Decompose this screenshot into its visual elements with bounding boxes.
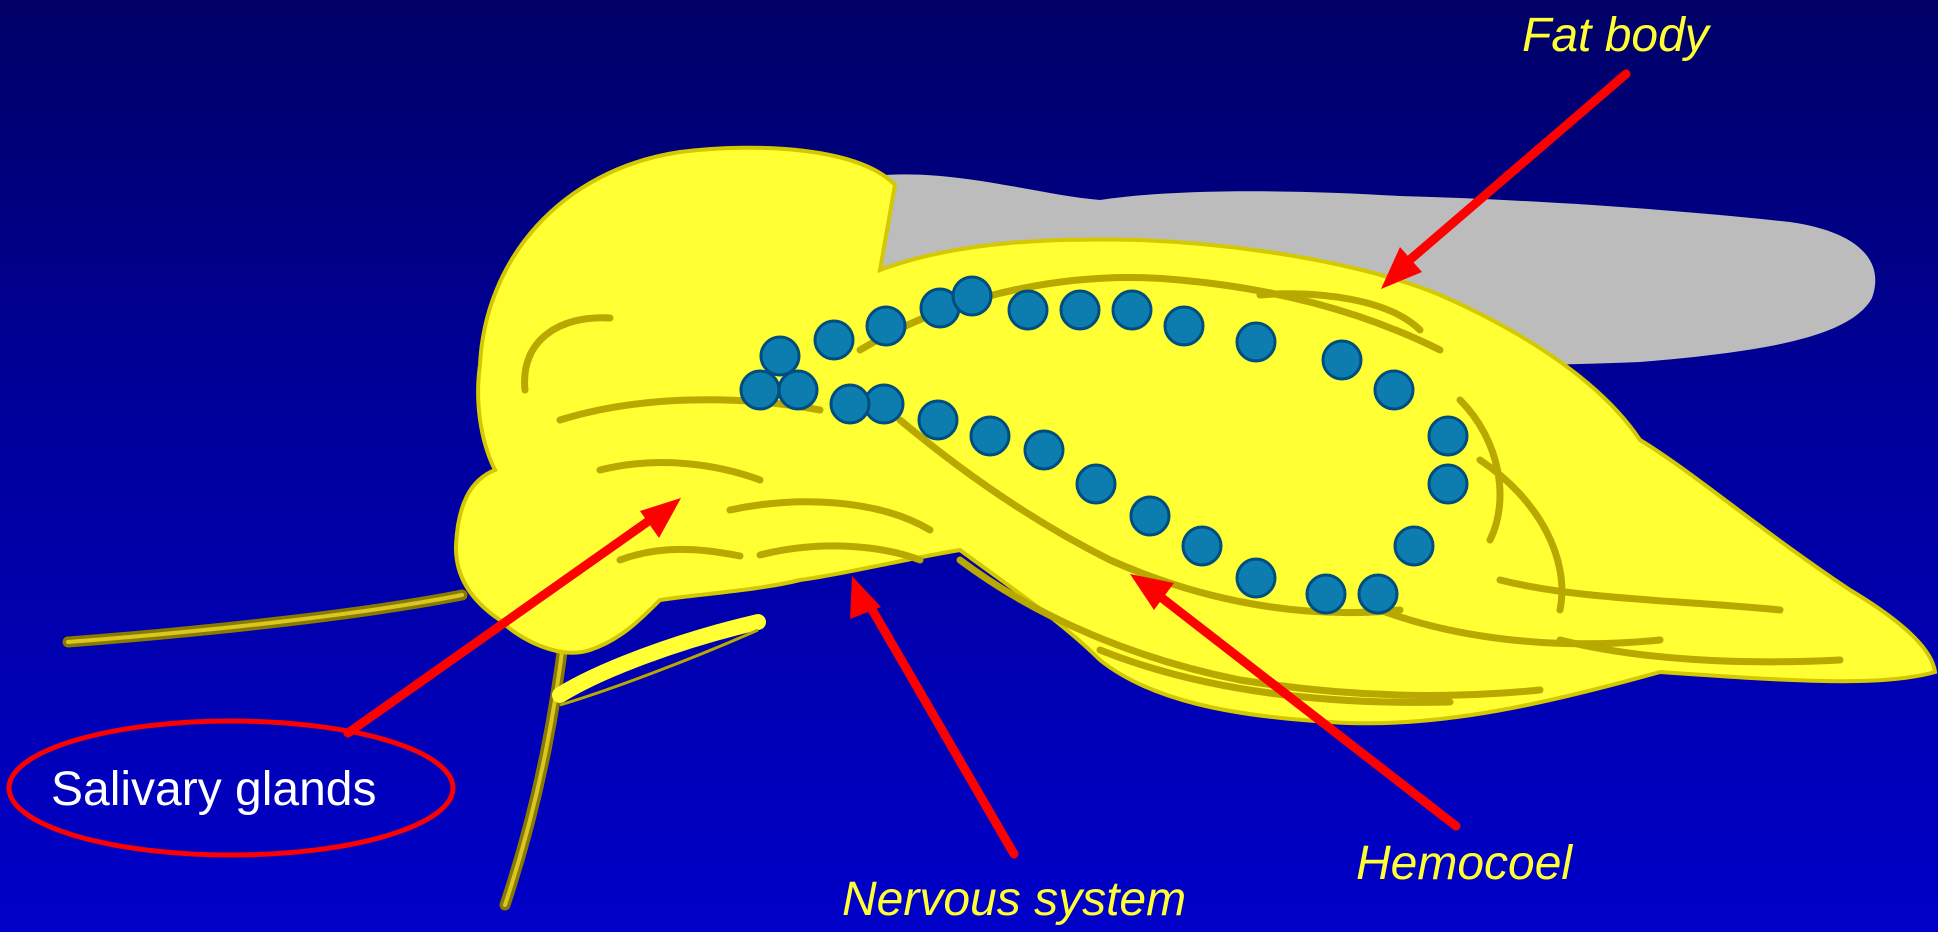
label-hemocoel: Hemocoel xyxy=(1356,840,1572,888)
label-fat-body: Fat body xyxy=(1522,12,1709,60)
label-salivary-glands: Salivary glands xyxy=(51,766,377,814)
label-nervous-system: Nervous system xyxy=(842,876,1186,924)
proboscis xyxy=(68,595,462,642)
arrow-nervous-system xyxy=(870,606,1014,854)
